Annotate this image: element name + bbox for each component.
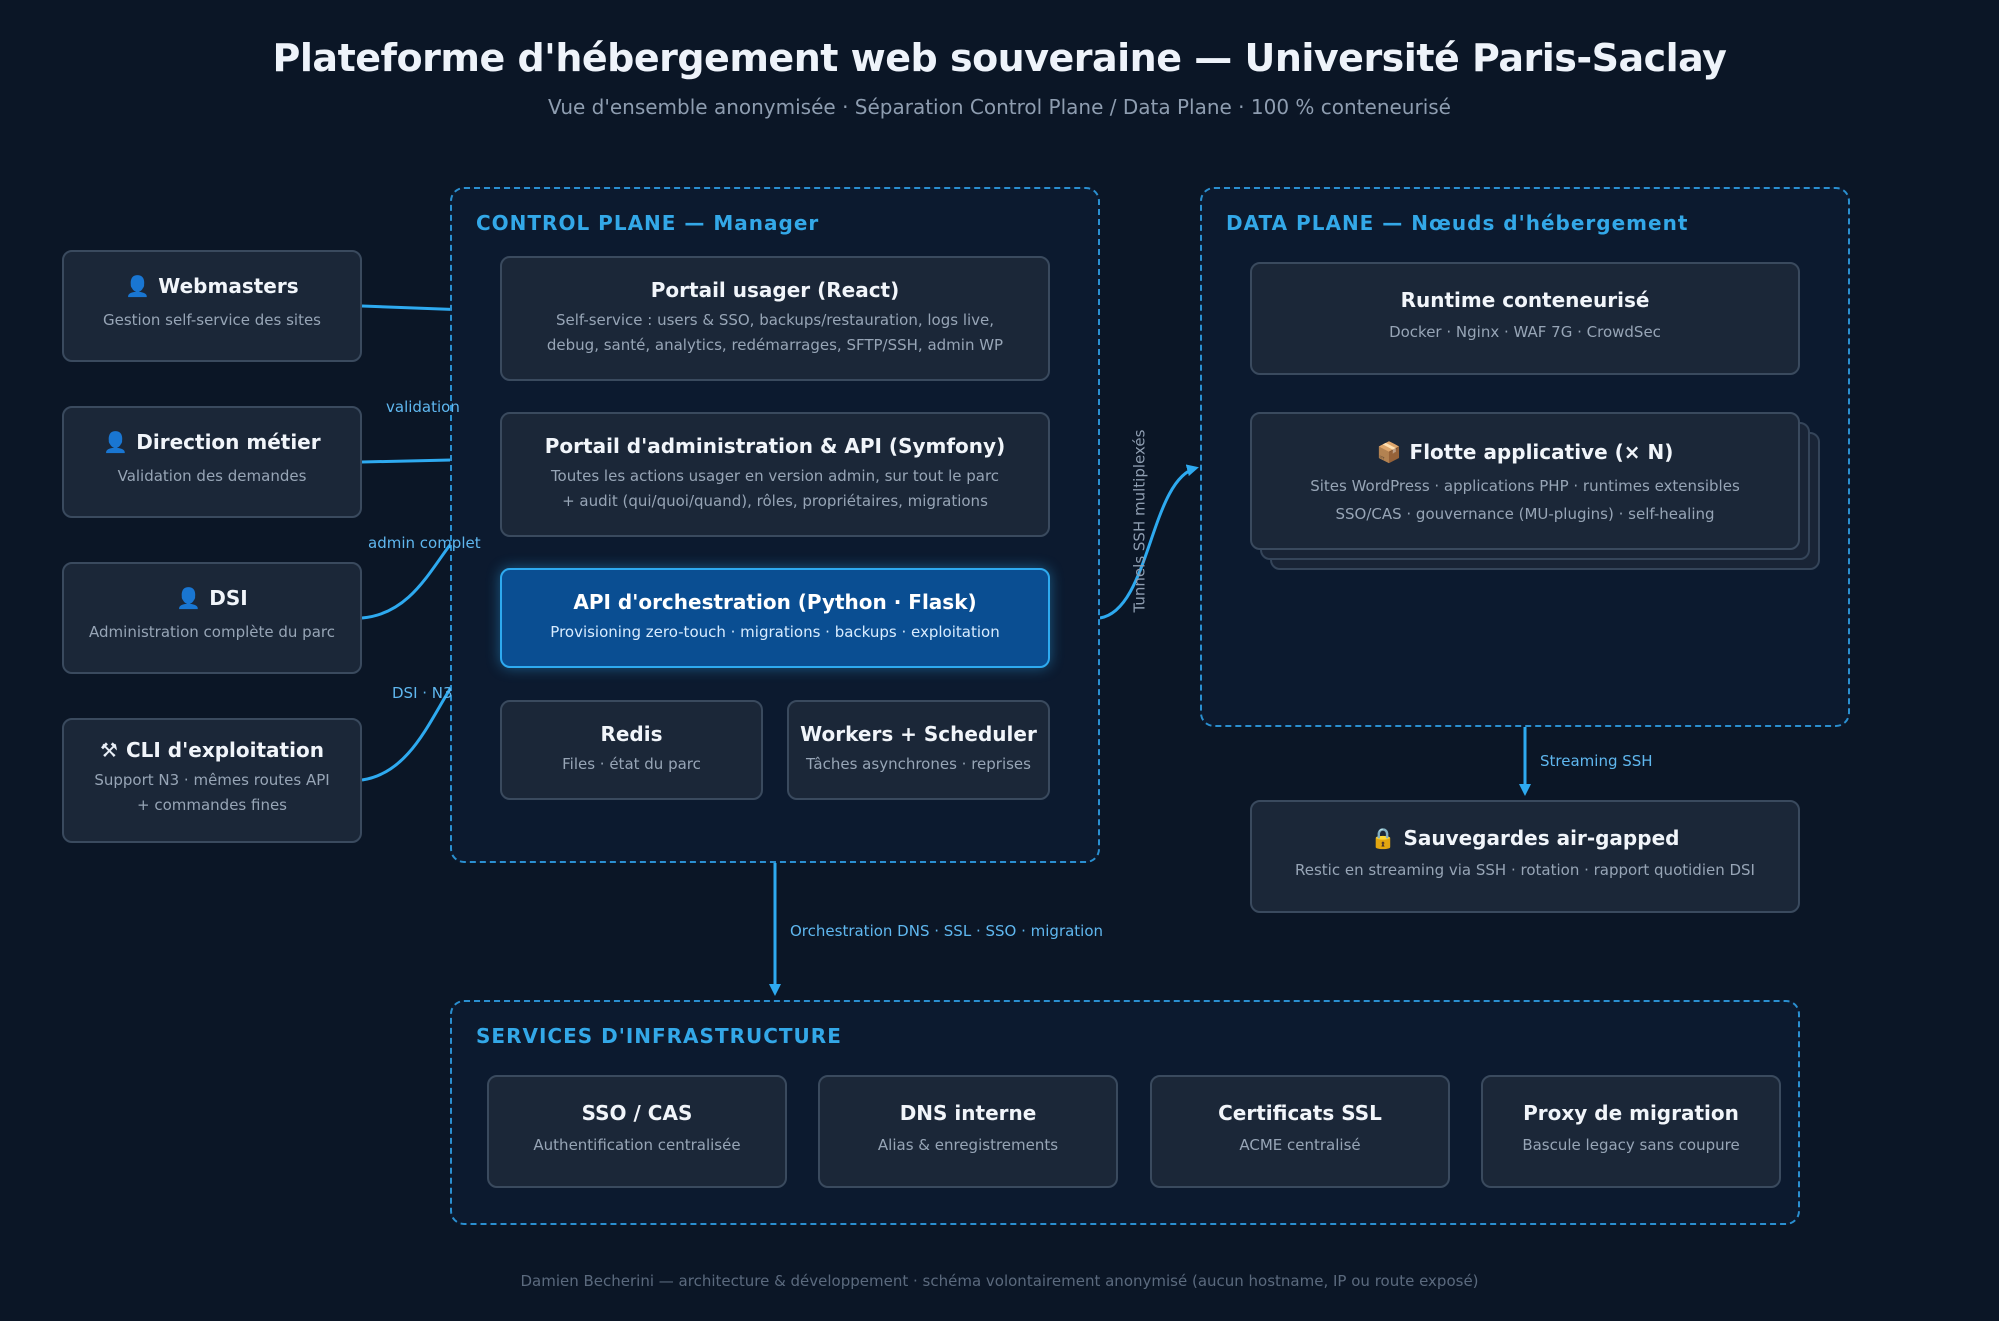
actor-desc: + commandes fines: [136, 796, 287, 814]
box-desc: Files · état du parc: [562, 755, 701, 773]
box-desc: SSO/CAS · gouvernance (MU-plugins) · sel…: [1335, 505, 1715, 523]
box-title: SSO / CAS: [581, 1101, 693, 1125]
box-title: Portail d'administration & API (Symfony): [544, 434, 1006, 458]
box-title: Proxy de migration: [1523, 1101, 1739, 1125]
box-desc: Self-service : users & SSO, backups/rest…: [555, 311, 995, 329]
actor-title: DSI: [209, 586, 248, 610]
box-title: Redis: [600, 722, 663, 746]
box-desc: Provisioning zero-touch · migrations · b…: [550, 623, 1000, 641]
infra-title: SERVICES D'INFRASTRUCTURE: [476, 1024, 842, 1048]
box-desc: + audit (qui/quoi/quand), rôles, proprié…: [562, 492, 988, 510]
person-icon: 👤: [125, 274, 151, 298]
portail-admin: Portail d'administration & API (Symfony)…: [500, 412, 1050, 537]
lock-icon: 🔒: [1370, 826, 1396, 850]
actor-dsi: 👤 DSI Administration complète du parc: [62, 562, 362, 674]
runtime-conteneurise: Runtime conteneurisé Docker · Nginx · WA…: [1250, 262, 1800, 375]
box-desc: Restic en streaming via SSH · rotation ·…: [1295, 861, 1755, 879]
label-orchestration: Orchestration DNS · SSL · SSO · migratio…: [790, 922, 1104, 940]
portail-usager: Portail usager (React) Self-service : us…: [500, 256, 1050, 381]
service-proxy-migration: Proxy de migration Bascule legacy sans c…: [1481, 1075, 1781, 1188]
box-desc: debug, santé, analytics, redémarrages, S…: [546, 336, 1004, 354]
label-tunnels-ssh: Tunnels SSH multiplexés: [1130, 429, 1149, 613]
page-subtitle: Vue d'ensemble anonymisée · Séparation C…: [548, 95, 1451, 119]
control-plane-title: CONTROL PLANE — Manager: [476, 211, 820, 235]
redis: Redis Files · état du parc: [500, 700, 763, 800]
arrow-api-dataplane: [1099, 464, 1199, 620]
box-desc: Bascule legacy sans coupure: [1522, 1136, 1740, 1154]
box-desc: Alias & enregistrements: [877, 1136, 1059, 1154]
actor-title: Direction métier: [136, 430, 321, 454]
actor-webmasters: 👤 Webmasters Gestion self-service des sit…: [62, 250, 362, 362]
label-dsi-n3: DSI · N3: [392, 684, 453, 702]
api-orchestration: API d'orchestration (Python · Flask) Pro…: [500, 568, 1050, 668]
actor-desc: Administration complète du parc: [89, 623, 335, 641]
label-admin-complet: admin complet: [368, 534, 481, 552]
service-certificats-ssl: Certificats SSL ACME centralisé: [1150, 1075, 1450, 1188]
box-desc: Authentification centralisée: [533, 1136, 741, 1154]
box-title: API d'orchestration (Python · Flask): [573, 590, 977, 614]
tools-icon: ⚒: [100, 738, 118, 762]
box-desc: Docker · Nginx · WAF 7G · CrowdSec: [1389, 323, 1661, 341]
actor-desc: Gestion self-service des sites: [103, 311, 321, 329]
sauvegardes-air-gapped: 🔒 Sauvegardes air-gapped Restic en stream…: [1250, 800, 1800, 913]
actor-cli: ⚒ CLI d'exploitation Support N3 · mêmes r…: [62, 718, 362, 843]
footer-credit: Damien Becherini — architecture & dévelo…: [520, 1272, 1479, 1290]
actor-desc: Validation des demandes: [117, 467, 307, 485]
data-plane-title: DATA PLANE — Nœuds d'hébergement: [1226, 211, 1689, 235]
box-title: Flotte applicative (× N): [1409, 440, 1674, 464]
actor-title: CLI d'exploitation: [125, 738, 324, 762]
box-title: Runtime conteneurisé: [1400, 288, 1650, 312]
actor-title: Webmasters: [158, 274, 299, 298]
package-icon: 📦: [1376, 440, 1402, 464]
box-title: Sauvegardes air-gapped: [1403, 826, 1680, 850]
person-icon: 👤: [176, 586, 202, 610]
label-streaming-ssh: Streaming SSH: [1540, 752, 1653, 770]
person-icon: 👤: [103, 430, 129, 454]
label-validation: validation: [386, 398, 460, 416]
box-desc: Tâches asynchrones · reprises: [806, 755, 1031, 773]
box-title: Portail usager (React): [650, 278, 900, 302]
box-desc: Sites WordPress · applications PHP · run…: [1310, 477, 1740, 495]
service-dns-interne: DNS interne Alias & enregistrements: [818, 1075, 1118, 1188]
box-desc: ACME centralisé: [1239, 1136, 1361, 1154]
page-title: Plateforme d'hébergement web souveraine …: [272, 36, 1727, 80]
service-sso-cas: SSO / CAS Authentification centralisée: [487, 1075, 787, 1188]
box-title: Workers + Scheduler: [800, 722, 1037, 746]
box-title: DNS interne: [899, 1101, 1037, 1125]
box-title: Certificats SSL: [1218, 1101, 1382, 1125]
flotte-applicative: 📦 Flotte applicative (× N) Sites WordPres…: [1250, 412, 1800, 550]
box-desc: Toutes les actions usager en version adm…: [550, 467, 1000, 485]
actor-direction-metier: 👤 Direction métier Validation des demande…: [62, 406, 362, 518]
workers-scheduler: Workers + Scheduler Tâches asynchrones ·…: [787, 700, 1050, 800]
actor-desc: Support N3 · mêmes routes API: [94, 771, 330, 789]
